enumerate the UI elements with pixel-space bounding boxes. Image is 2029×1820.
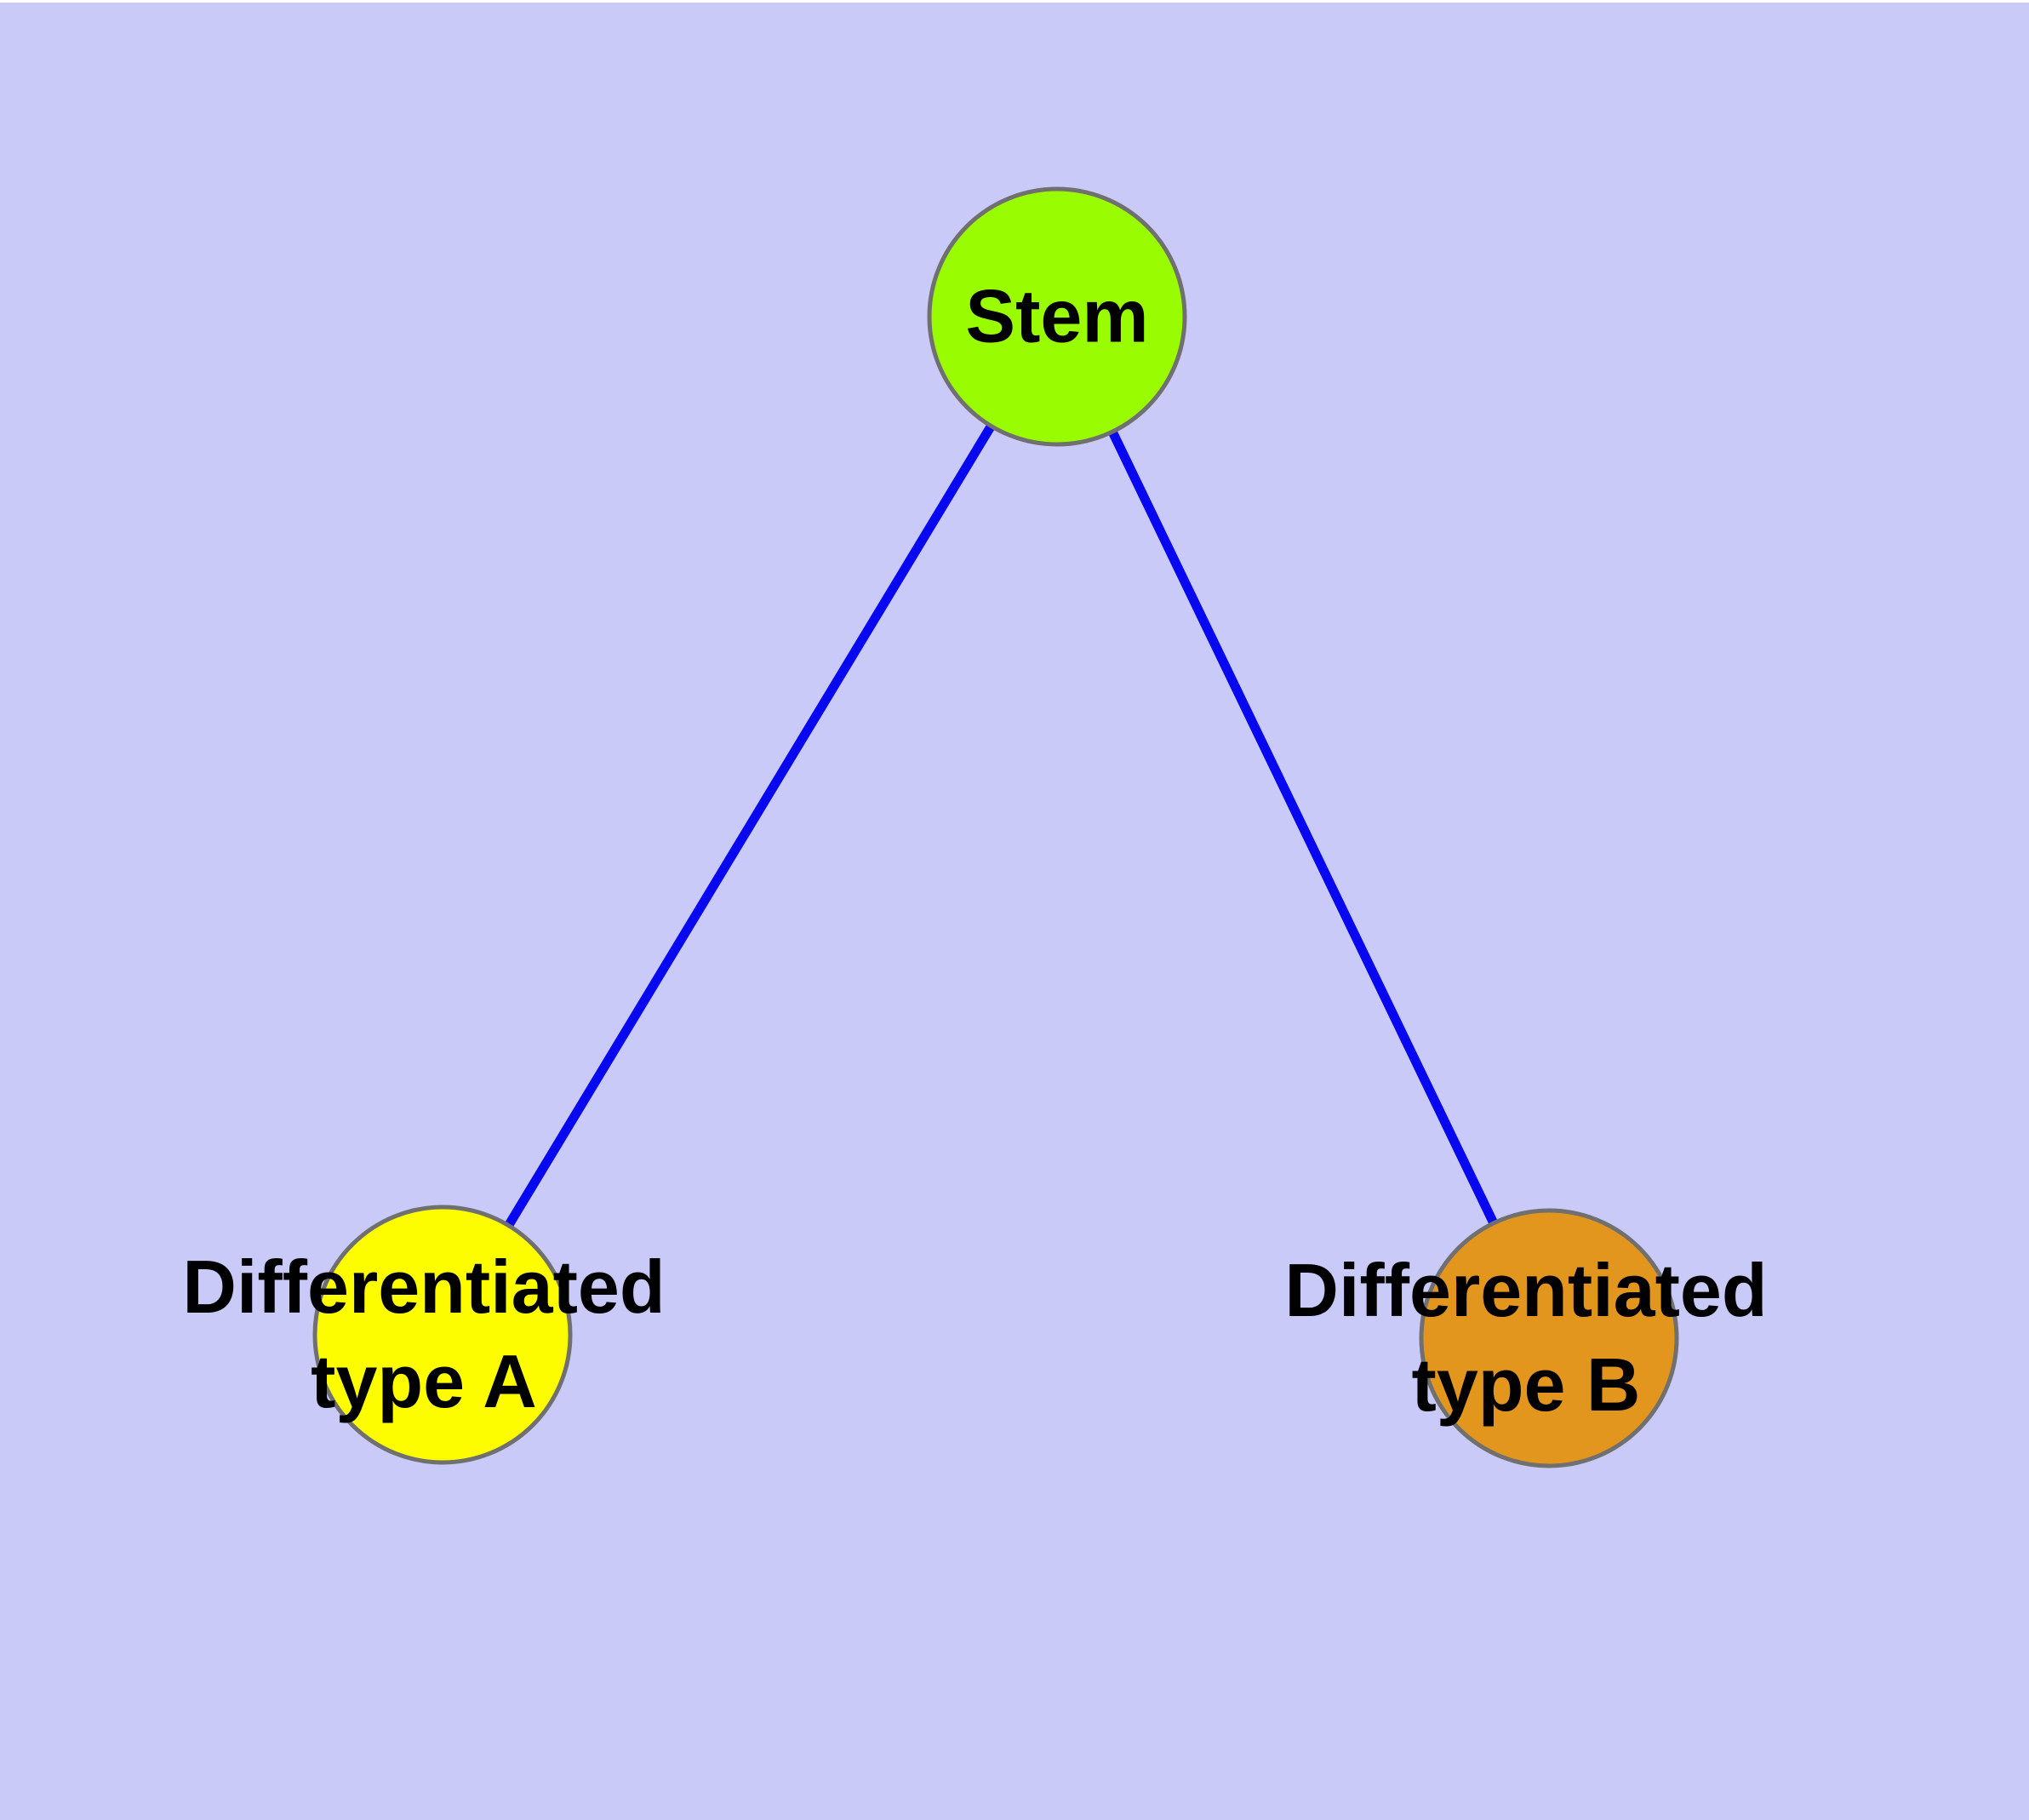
edge-stem-to-type-b: [1053, 314, 1553, 1341]
node-differentiated-type-b-circle: [1419, 1208, 1679, 1468]
node-stem-circle: [927, 186, 1187, 447]
node-differentiated-type-b-label: Differentiated type B: [1284, 1248, 1768, 1427]
node-differentiated-type-a-label: Differentiated type A: [182, 1245, 666, 1423]
edge-stem-to-type-a: [438, 314, 1061, 1337]
figure-top-margin: [0, 0, 2029, 3]
node-stem-label: Stem: [965, 273, 1149, 358]
node-differentiated-type-a-circle: [312, 1205, 573, 1465]
